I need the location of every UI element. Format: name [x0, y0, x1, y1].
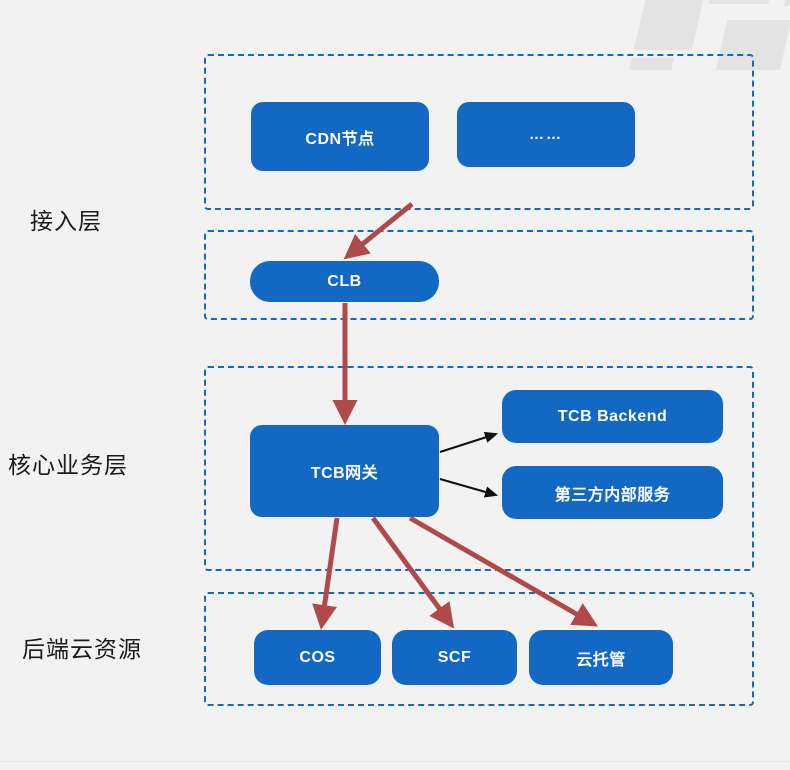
- layer-label-access: 接入层: [30, 208, 102, 234]
- node-scf[interactable]: SCF: [392, 630, 517, 685]
- layer-label-core: 核心业务层: [8, 452, 128, 478]
- node-cloud-hosting[interactable]: 云托管: [529, 630, 673, 685]
- node-cos[interactable]: COS: [254, 630, 381, 685]
- node-tcb-gateway[interactable]: TCB网关: [250, 425, 439, 517]
- layer-label-backend: 后端云资源: [22, 636, 142, 662]
- node-cdn[interactable]: CDN节点: [251, 102, 429, 171]
- bottom-divider: [0, 761, 790, 762]
- node-clb[interactable]: CLB: [250, 261, 439, 302]
- node-tcb-backend[interactable]: TCB Backend: [502, 390, 723, 443]
- node-third-party-service[interactable]: 第三方内部服务: [502, 466, 723, 519]
- group-container-access-clb: [204, 230, 754, 320]
- node-ellipsis[interactable]: ……: [457, 102, 635, 167]
- group-container-access-cdn: [204, 54, 754, 210]
